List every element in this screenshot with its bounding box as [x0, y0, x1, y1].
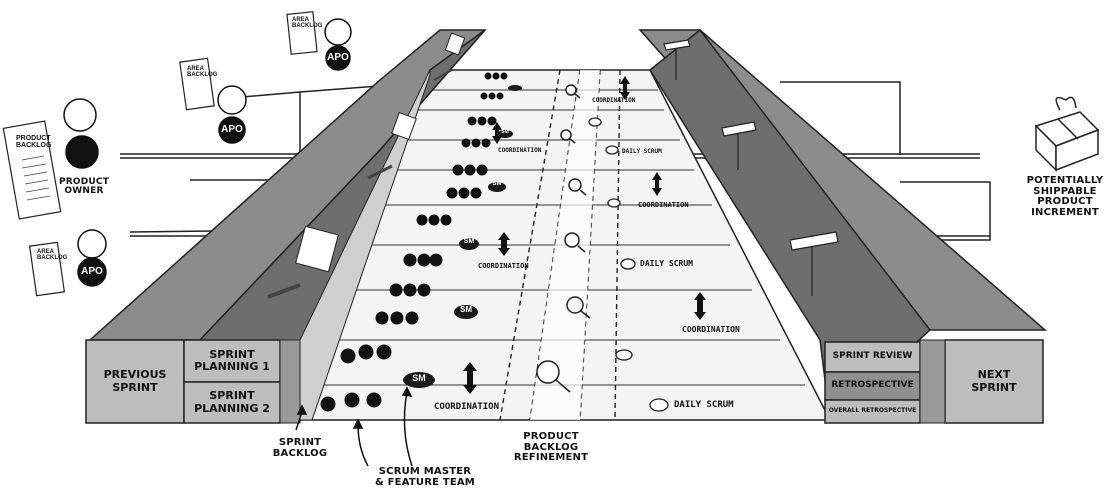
- lane-coordination-6: COORDINATION: [434, 402, 499, 412]
- area-backlog-doc-low: AREA BACKLOG: [37, 249, 67, 261]
- gift-icon: [1036, 97, 1098, 170]
- product-backlog-doc: PRODUCT BACKLOG: [16, 135, 51, 149]
- sm-tag-4: SM: [456, 305, 476, 314]
- right-box-side: [920, 340, 945, 423]
- sm-tag-1: SM: [499, 129, 511, 135]
- apo-tag-top: APO: [326, 52, 350, 63]
- product-owner-label: PRODUCT OWNER: [56, 178, 112, 197]
- sm-tag-3: SM: [461, 238, 477, 245]
- retrospective-label: RETROSPECTIVE: [825, 372, 920, 400]
- potentially-shippable-increment-caption: POTENTIALLY SHIPPABLE PRODUCT INCREMENT: [1022, 176, 1108, 218]
- apo-tag-mid: APO: [219, 124, 245, 135]
- next-sprint-label: NEXT SPRINT: [945, 340, 1043, 423]
- area-backlog-doc-mid: AREA BACKLOG: [187, 66, 217, 78]
- previous-sprint-label: PREVIOUS SPRINT: [86, 340, 184, 423]
- lane-daily-6: DAILY SCRUM: [674, 400, 734, 410]
- sprint-planning-2-label: SPRINT PLANNING 2: [184, 382, 280, 423]
- product-backlog-refinement-caption: PRODUCT BACKLOG REFINEMENT: [506, 432, 596, 464]
- sm-tag-5: SM: [406, 373, 432, 383]
- apo-tag-low: APO: [79, 266, 105, 277]
- lane-coordination-1: COORDINATION: [592, 97, 635, 104]
- lane-coordination-3: COORDINATION: [638, 201, 689, 209]
- lane-coordination-5: COORDINATION: [682, 325, 740, 334]
- area-backlog-doc-top: AREA BACKLOG: [292, 17, 322, 29]
- overall-retrospective-label: OVERALL RETROSPECTIVE: [825, 400, 920, 423]
- scrum-master-feature-team-caption: SCRUM MASTER & FEATURE TEAM: [360, 467, 490, 488]
- sprint-planning-1-label: SPRINT PLANNING 1: [184, 340, 280, 382]
- sprint-backlog-caption: SPRINT BACKLOG: [268, 438, 332, 459]
- lane-daily-4: DAILY SCRUM: [640, 259, 693, 268]
- left-box-side: [280, 340, 300, 423]
- sm-tag-2: SM: [490, 181, 504, 187]
- lane-coordination-2: COORDINATION: [498, 147, 541, 154]
- lane-coordination-4: COORDINATION: [478, 262, 529, 270]
- sprint-review-label: SPRINT REVIEW: [825, 342, 920, 372]
- lane-daily-2: DAILY SCRUM: [622, 148, 662, 155]
